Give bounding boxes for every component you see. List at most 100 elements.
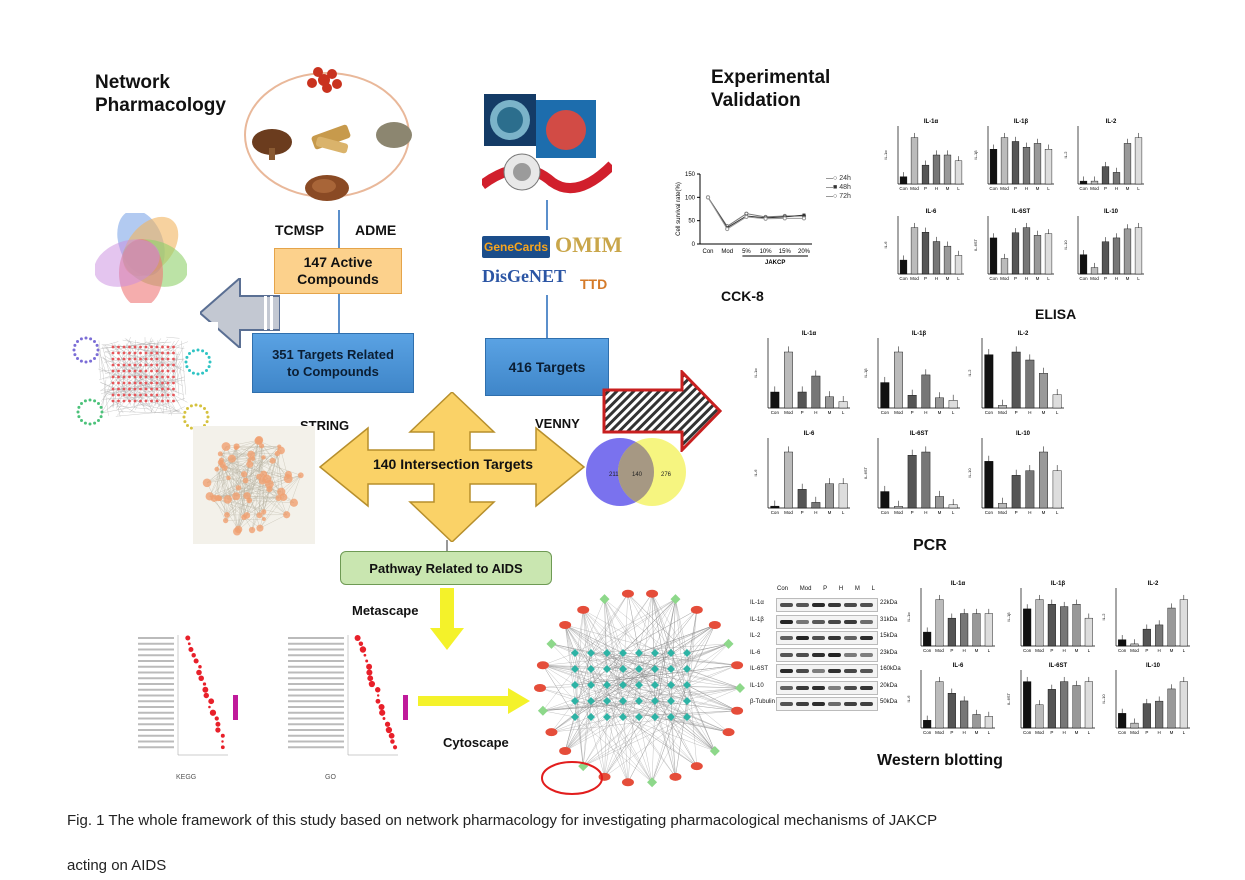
edge	[604, 599, 640, 654]
gene-node	[619, 697, 627, 705]
edge	[654, 700, 676, 777]
wb-column-label: H	[838, 586, 844, 592]
edge	[236, 491, 282, 532]
herb-illustration	[244, 67, 412, 201]
enrichment-bubble	[214, 716, 219, 721]
x-tick-label: P	[924, 186, 927, 191]
edge	[565, 684, 592, 752]
enrichment-bubble	[392, 745, 398, 750]
edge	[542, 668, 656, 711]
gene-node	[619, 649, 627, 657]
compound-node	[76, 410, 80, 414]
edge	[251, 457, 264, 531]
bar	[1033, 143, 1042, 185]
protein-node	[275, 494, 282, 502]
edge	[542, 665, 576, 702]
edge	[686, 609, 697, 670]
panel-title: IL-10	[1104, 209, 1119, 215]
compound-node	[72, 348, 76, 352]
edge	[286, 475, 301, 515]
edge	[590, 643, 729, 654]
edge	[622, 710, 738, 718]
compound-node	[189, 404, 193, 408]
compound-node	[186, 423, 190, 427]
edge	[574, 593, 629, 686]
wb-lane-band	[796, 603, 809, 607]
x-tick-label: L	[1047, 276, 1050, 281]
gene-node	[635, 697, 643, 705]
wb-band	[776, 664, 878, 678]
protein-node	[217, 495, 223, 501]
enrichment-bubble	[198, 675, 204, 681]
edge	[565, 624, 592, 702]
x-tick-label: M	[1042, 510, 1046, 515]
cck-point	[744, 214, 749, 220]
edge	[551, 684, 672, 733]
bar	[1134, 227, 1143, 275]
edge	[654, 652, 676, 777]
edge	[590, 599, 676, 654]
edge	[551, 643, 656, 670]
bar	[1011, 475, 1021, 509]
x-tick-label: Con	[771, 410, 780, 415]
target-node	[161, 345, 164, 349]
term-label-placeholder	[288, 746, 344, 749]
term-label-placeholder	[138, 654, 174, 657]
edge	[542, 665, 656, 686]
wb-row-label: IL-6	[750, 649, 761, 656]
edge	[180, 368, 184, 401]
x-tick-label: P	[950, 648, 953, 653]
edge	[651, 716, 672, 783]
edge	[137, 352, 172, 389]
x-tick-label: Con	[985, 510, 994, 515]
protein-node	[269, 457, 276, 464]
x-tick-label: P	[1104, 276, 1107, 281]
gene-node	[667, 681, 675, 689]
x-tick-label: Mod	[1035, 730, 1044, 735]
bar	[1167, 688, 1176, 729]
color-legend	[233, 695, 238, 720]
x-tick-label: P	[911, 410, 914, 415]
bar	[811, 502, 821, 509]
edge	[565, 700, 656, 752]
wb-row-label: IL-2	[750, 633, 761, 639]
edge	[622, 700, 676, 777]
x-tick-label: L	[1183, 730, 1186, 735]
edge	[112, 345, 180, 404]
go-label: GO	[325, 774, 336, 781]
edge	[651, 716, 688, 783]
panel-title: IL-1α	[951, 581, 966, 587]
edge	[606, 668, 715, 752]
x-tick-label: Mod	[1000, 186, 1009, 191]
bar	[984, 354, 994, 409]
compound-node	[77, 415, 81, 419]
gene-node	[571, 713, 579, 721]
x-tick-label: M	[828, 410, 832, 415]
edge	[173, 347, 177, 393]
bark-herb	[305, 175, 349, 201]
edge	[168, 406, 185, 415]
edge	[259, 497, 279, 529]
wb-lane-band	[860, 685, 873, 690]
bar	[1079, 180, 1088, 185]
x-tick-label: Con	[923, 730, 932, 735]
target-node	[117, 387, 120, 391]
enrichment-bubble	[354, 634, 361, 642]
edge	[574, 599, 676, 654]
wb-lane-band	[828, 603, 841, 607]
bar	[954, 255, 963, 275]
protein-node	[261, 455, 266, 460]
edge	[574, 652, 738, 711]
wb-lane-band	[780, 603, 793, 607]
enrichment-bubble	[203, 692, 210, 699]
target-node	[172, 345, 175, 349]
term-node	[690, 762, 703, 771]
compound-targets-box: 351 Targets Related to Compounds	[252, 333, 414, 393]
x-tick-label: P	[1015, 510, 1018, 515]
x-tick-label: H	[1158, 648, 1161, 653]
bar	[943, 154, 952, 185]
pathway-node	[546, 638, 557, 649]
edge	[236, 478, 268, 532]
